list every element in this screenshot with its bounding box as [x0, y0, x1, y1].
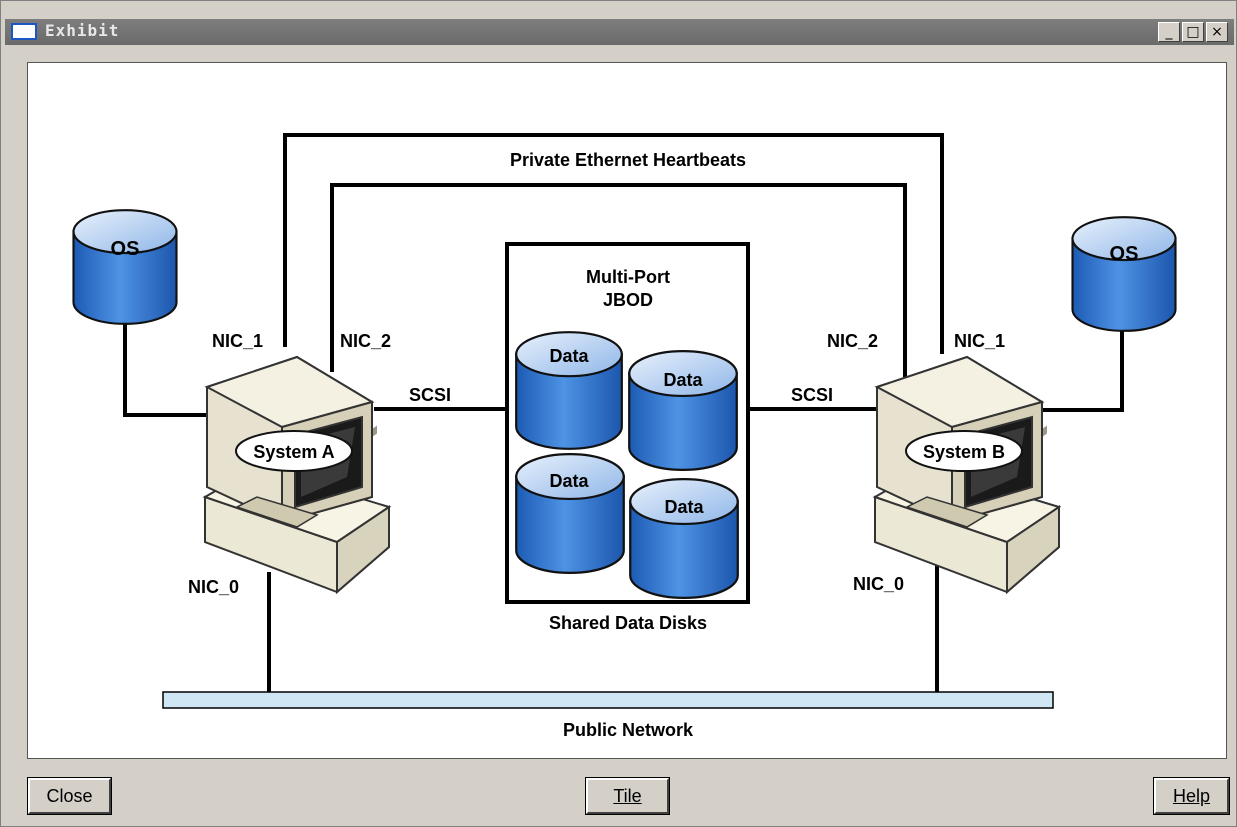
- help-label: Help: [1172, 786, 1211, 806]
- cluster-diagram: OS OS Multi-Port JBOD Data Data Data: [72, 133, 1177, 740]
- system-a-scsi-label: SCSI: [409, 385, 451, 405]
- system-b-label: System B: [923, 442, 1005, 462]
- tile-button[interactable]: Tile: [585, 777, 670, 815]
- data-disk: Data: [515, 453, 625, 574]
- title-bar[interactable]: Exhibit _ □ ×: [5, 19, 1234, 45]
- data-disk-label: Data: [663, 370, 703, 390]
- help-button[interactable]: Help: [1153, 777, 1230, 815]
- data-disk: Data: [629, 478, 739, 599]
- system-b-nic2-label: NIC_2: [827, 331, 878, 351]
- heartbeat-link-inner: [330, 183, 907, 377]
- heartbeat-link-outer: [283, 133, 944, 354]
- system-a-label: System A: [253, 442, 334, 462]
- os-disk-b: OS: [1071, 216, 1177, 332]
- system-b-scsi-label: SCSI: [791, 385, 833, 405]
- system-b-nic1-label: NIC_1: [954, 331, 1005, 351]
- os-disk-a: OS: [72, 209, 178, 325]
- os-link-b: [1032, 322, 1124, 412]
- tile-label: Tile: [613, 786, 642, 806]
- window-title: Exhibit: [45, 21, 120, 40]
- window-icon: [11, 23, 37, 40]
- jbod-label-line2: JBOD: [603, 290, 653, 310]
- jbod-caption: Shared Data Disks: [549, 613, 707, 633]
- system-a-computer: System A: [204, 356, 390, 593]
- os-link-a: [123, 302, 212, 417]
- data-disk-label: Data: [664, 497, 704, 517]
- public-network-bar: [162, 691, 1054, 709]
- minimize-button[interactable]: _: [1158, 22, 1180, 42]
- system-a-nic0-label: NIC_0: [188, 577, 239, 597]
- close-window-button[interactable]: ×: [1206, 22, 1228, 42]
- heartbeat-label: Private Ethernet Heartbeats: [510, 150, 746, 170]
- system-a-nic2-label: NIC_2: [340, 331, 391, 351]
- close-button[interactable]: Close: [27, 777, 112, 815]
- exhibit-diagram-panel: OS OS Multi-Port JBOD Data Data Data: [27, 62, 1227, 759]
- data-disk-label: Data: [549, 471, 589, 491]
- system-a-nic1-label: NIC_1: [212, 331, 263, 351]
- public-network-label: Public Network: [563, 720, 694, 740]
- system-b-computer: System B: [874, 356, 1060, 593]
- data-disk-label: Data: [549, 346, 589, 366]
- os-label-a: OS: [111, 238, 140, 260]
- maximize-button[interactable]: □: [1182, 22, 1204, 42]
- data-disk: Data: [515, 331, 623, 450]
- os-label-b: OS: [1110, 243, 1139, 265]
- jbod-label-line1: Multi-Port: [586, 267, 670, 287]
- system-b-nic0-label: NIC_0: [853, 574, 904, 594]
- data-disk: Data: [628, 350, 738, 471]
